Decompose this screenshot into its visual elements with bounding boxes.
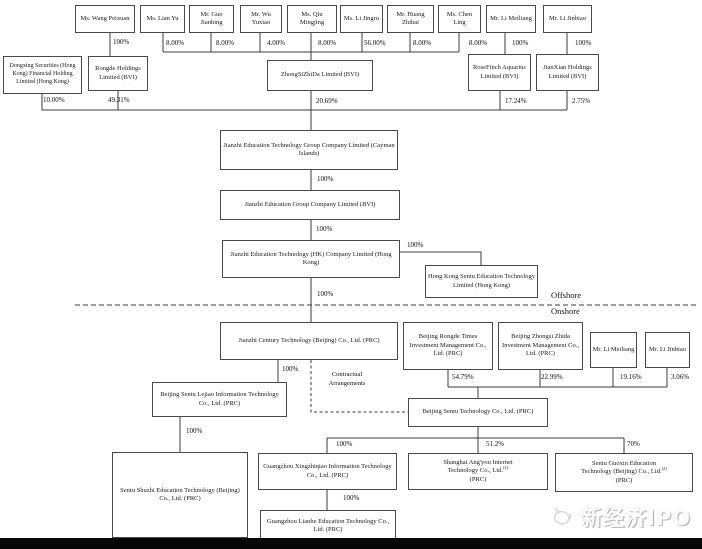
ownership-pct: 3.06% bbox=[671, 373, 690, 381]
company-node-zhongsizhida: ZhongSiZhiDa Limited (BVI) bbox=[267, 60, 373, 91]
company-node-dongxing: Dongxing Securities (Hong Kong) Financia… bbox=[3, 56, 82, 94]
ownership-pct: 19.16% bbox=[620, 373, 642, 381]
company-name-line: Shanghai Ang'you Internet bbox=[443, 458, 513, 466]
company-node-shuzhi: Sentu Shuzhi Education Technology (Beiji… bbox=[112, 452, 248, 538]
ownership-pct: 20.69% bbox=[316, 97, 338, 105]
company-node-hk-sentu: Hong Kong Sentu Education Technology Lim… bbox=[425, 265, 538, 298]
company-node-rongde-times: Beijing Rongde Times Investment Manageme… bbox=[403, 322, 493, 370]
ownership-pct: 100% bbox=[575, 39, 592, 47]
company-node-rongde-holdings: Rongde Holdings Limited (BVI) bbox=[88, 56, 148, 91]
ownership-pct: 100% bbox=[512, 39, 529, 47]
company-node-angyou: Shanghai Ang'you Internet Technology Co.… bbox=[408, 453, 548, 490]
ownership-pct: 100% bbox=[343, 494, 360, 502]
ownership-pct: 100% bbox=[316, 225, 333, 233]
person-node-qiu-mingjing: Ms. Qiu Mingjing bbox=[287, 5, 337, 33]
ownership-pct: 17.24% bbox=[505, 97, 527, 105]
company-node-zhongsi-zhida-investment: Beijing Zhongsi Zhida Investment Managem… bbox=[498, 322, 583, 370]
company-node-rosefinch: RoseFinch Aquarius Limited (BVI) bbox=[468, 54, 531, 91]
company-name-line: (PRC) bbox=[615, 476, 633, 484]
person-node-li-jinbiao: Mr. Li Jinbiao bbox=[543, 5, 592, 33]
ownership-pct: 8.00% bbox=[318, 39, 337, 47]
onshore-label: Onshore bbox=[551, 306, 580, 316]
ownership-pct: 51.2% bbox=[486, 440, 505, 448]
company-node-jianxian: JianXian Holdings Limited (BVI) bbox=[536, 54, 599, 91]
megaphone-icon bbox=[553, 507, 572, 525]
company-name-line: Technology (Beijing) Co., Ltd. bbox=[581, 468, 662, 476]
person-node-huang-zhihai: Mr. Huang Zhihai bbox=[387, 5, 434, 33]
person-node-li-jinbiao-vie: Mr. Li Jinbiao bbox=[645, 332, 690, 368]
person-node-lian-yu: Ms. Lian Yu bbox=[140, 5, 185, 33]
ownership-pct: 70% bbox=[627, 440, 640, 448]
ownership-pct: 100% bbox=[336, 440, 353, 448]
person-node-li-meiliang: Mr. Li Meiliang bbox=[486, 5, 536, 33]
company-name-line: Sentu Guoxin Education bbox=[592, 459, 656, 467]
company-node-lianhe: Guangzhou Lianhe Education Technology Co… bbox=[260, 510, 396, 542]
ownership-pct: 100% bbox=[113, 38, 130, 46]
ownership-pct: 8.00% bbox=[413, 39, 432, 47]
offshore-label: Offshore bbox=[551, 290, 582, 300]
company-name-line: (PRC) bbox=[469, 475, 487, 483]
ownership-pct: 10.00% bbox=[43, 96, 65, 104]
company-node-xingzhiqiao: Guangzhou Xingzhiqiao Information Techno… bbox=[258, 453, 397, 490]
watermark: 新经济IPO bbox=[552, 502, 691, 532]
ownership-pct: 54.79% bbox=[452, 373, 474, 381]
ownership-pct: 8.00% bbox=[166, 39, 185, 47]
company-node-wfoe: Jianzhi Century Technology (Beijing) Co.… bbox=[220, 322, 398, 360]
footnote-marker: (2) bbox=[661, 466, 667, 472]
company-node-hk: Jianzhi Education Technology (HK) Compan… bbox=[222, 240, 400, 278]
footnote-marker: (1) bbox=[503, 465, 509, 471]
ownership-pct: 22.99% bbox=[541, 373, 563, 381]
person-node-wang-peixuan: Ms. Wang Peixuan bbox=[75, 5, 135, 33]
contractual-line2: Arrangements bbox=[328, 379, 366, 387]
ownership-pct: 100% bbox=[317, 175, 334, 183]
ownership-pct: 2.75% bbox=[572, 97, 591, 105]
ownership-pct: 100% bbox=[317, 290, 334, 298]
company-node-lejiao: Beijing Sentu Lejiao Information Technol… bbox=[152, 382, 287, 417]
person-node-chen-ling: Ms. Chen Ling bbox=[438, 5, 481, 33]
ownership-pct: 100% bbox=[186, 427, 203, 435]
ownership-pct: 8.00% bbox=[216, 39, 235, 47]
ownership-pct: 56.00% bbox=[364, 39, 386, 47]
person-node-li-jingru: Ms. Li Jingru bbox=[340, 5, 383, 33]
contractual-arrangements-label: Contractual Arrangements bbox=[316, 371, 378, 389]
company-node-beijing-sentu: Beijing Sentu Technology Co., Ltd. (PRC) bbox=[408, 398, 548, 427]
ownership-pct: 4.00% bbox=[267, 39, 286, 47]
person-node-guo-jianbing: Mr. Guo Jianbing bbox=[189, 5, 234, 33]
person-node-li-meiliang-vie: Mr. Li Meiliang bbox=[590, 332, 637, 368]
company-node-guoxin: Sentu Guoxin Education Technology (Beiji… bbox=[555, 453, 693, 492]
company-name-multiline: Shanghai Ang'you Internet Technology Co.… bbox=[443, 459, 512, 484]
company-name-line: Technology Co., Ltd. bbox=[447, 467, 504, 475]
company-node-cayman-listco: Jianzhi Education Technology Group Compa… bbox=[220, 130, 398, 170]
bottom-bar bbox=[0, 538, 702, 549]
contractual-line1: Contractual bbox=[331, 371, 363, 378]
watermark-text: 新经济IPO bbox=[581, 506, 692, 530]
ownership-pct: 100% bbox=[407, 241, 424, 249]
company-name-multiline: Sentu Guoxin Education Technology (Beiji… bbox=[581, 460, 667, 485]
ownership-pct: 8.00% bbox=[469, 39, 488, 47]
person-node-wu-yuxiao: Mr. Wu Yuxiao bbox=[240, 5, 282, 33]
company-node-bvi: Jianzhi Education Group Company Limited … bbox=[220, 190, 400, 220]
ownership-pct: 100% bbox=[282, 365, 299, 373]
ownership-pct: 49.31% bbox=[108, 96, 130, 104]
